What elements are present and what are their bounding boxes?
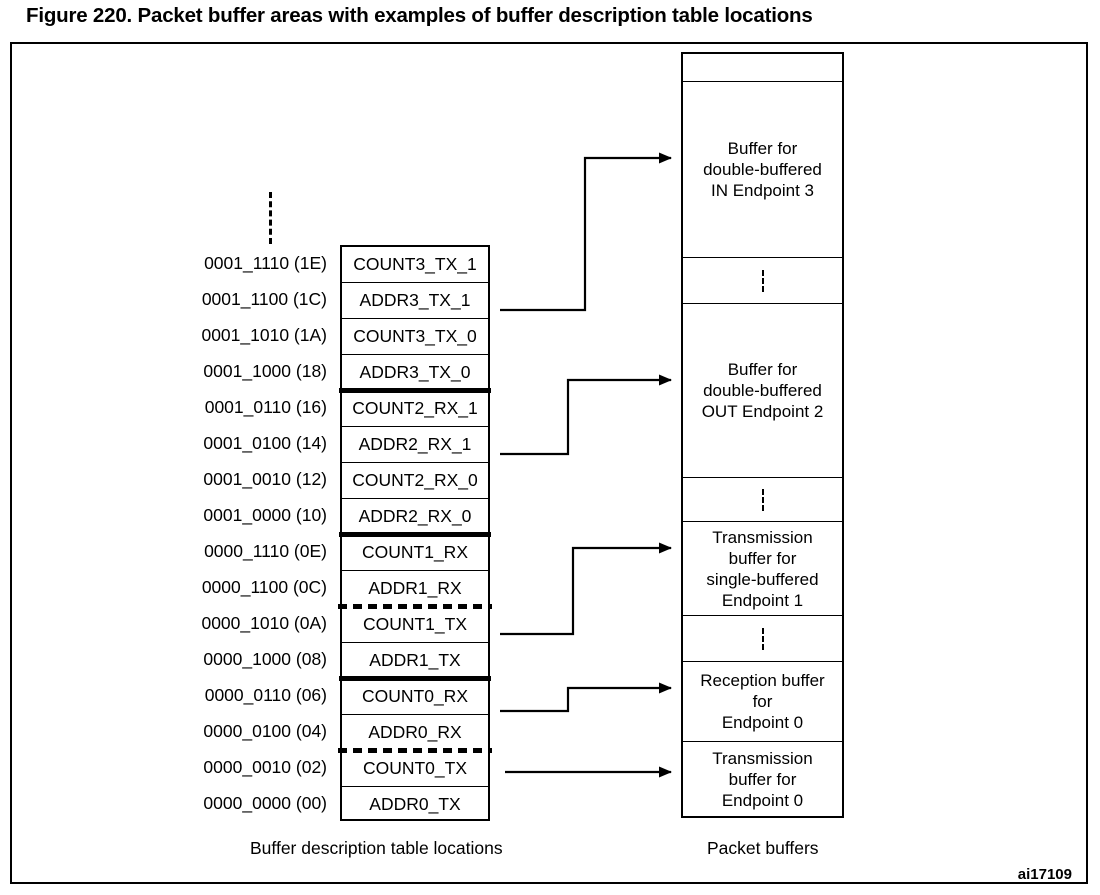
buffer-description-row: COUNT3_TX_0 [342,319,488,355]
buffer-description-address-labels: 0001_1110 (1E) 0001_1100 (1C) 0001_1010 (1… [150,245,335,821]
buffer-description-row: COUNT2_RX_1 [342,391,488,427]
address-label: 0000_1010 (0A) [201,613,327,633]
packet-buffer-gap-cell [683,478,842,522]
buffer-description-row: ADDR1_RX [338,571,492,609]
buffer-description-row: ADDR2_RX_0 [339,499,491,537]
vertical-ellipsis-icon [761,488,764,511]
address-label: 0001_0000 (10) [203,505,327,525]
buffer-description-row: COUNT0_TX [342,751,488,787]
buffer-description-row: COUNT1_TX [342,607,488,643]
packet-buffer-gap-cell [683,258,842,304]
address-label: 0000_1000 (08) [203,649,327,669]
buffer-description-row: ADDR0_TX [369,794,461,814]
address-label: 0000_0110 (06) [204,685,327,705]
buffer-description-row: COUNT1_RX [342,535,488,571]
address-label: 0000_0100 (04) [203,721,327,741]
address-label: 0000_0000 (00) [203,793,327,813]
address-label: 0001_1010 (1A) [201,325,327,345]
buffer-description-row: ADDR0_RX [338,715,492,753]
buffer-description-row: COUNT0_RX [342,679,488,715]
address-label: 0001_1000 (18) [203,361,327,381]
address-label: 0001_0110 (16) [204,397,327,417]
buffer-description-row: ADDR3_TX_0 [339,355,491,393]
caption-buffer-description-table: Buffer description table locations [250,838,503,858]
address-label: 0000_0010 (02) [203,757,327,777]
buffer-description-row: COUNT3_TX_1 [342,247,488,283]
vertical-ellipsis-icon [761,269,764,292]
packet-buffer-gap-cell [683,616,842,662]
address-label: 0000_1100 (0C) [201,577,327,597]
buffer-description-row: ADDR3_TX_1 [342,283,488,319]
address-label: 0001_1110 (1E) [204,253,327,273]
address-label: 0000_1110 (0E) [204,541,327,561]
address-label: 0001_0100 (14) [203,433,327,453]
buffer-description-row: COUNT2_RX_0 [342,463,488,499]
packet-buffer-empty-cell [683,54,842,82]
buffer-description-row: ADDR2_RX_1 [342,427,488,463]
buffer-description-row: ADDR1_TX [339,643,491,681]
figure-title: Figure 220. Packet buffer areas with exa… [26,4,813,27]
address-label: 0001_0010 (12) [203,469,327,489]
figure-reference-code: ai17109 [1017,866,1072,883]
caption-packet-buffers: Packet buffers [707,838,819,858]
vertical-ellipsis-icon [761,627,764,650]
address-label: 0001_1100 (1C) [201,289,327,309]
vertical-ellipsis-icon [269,192,272,244]
